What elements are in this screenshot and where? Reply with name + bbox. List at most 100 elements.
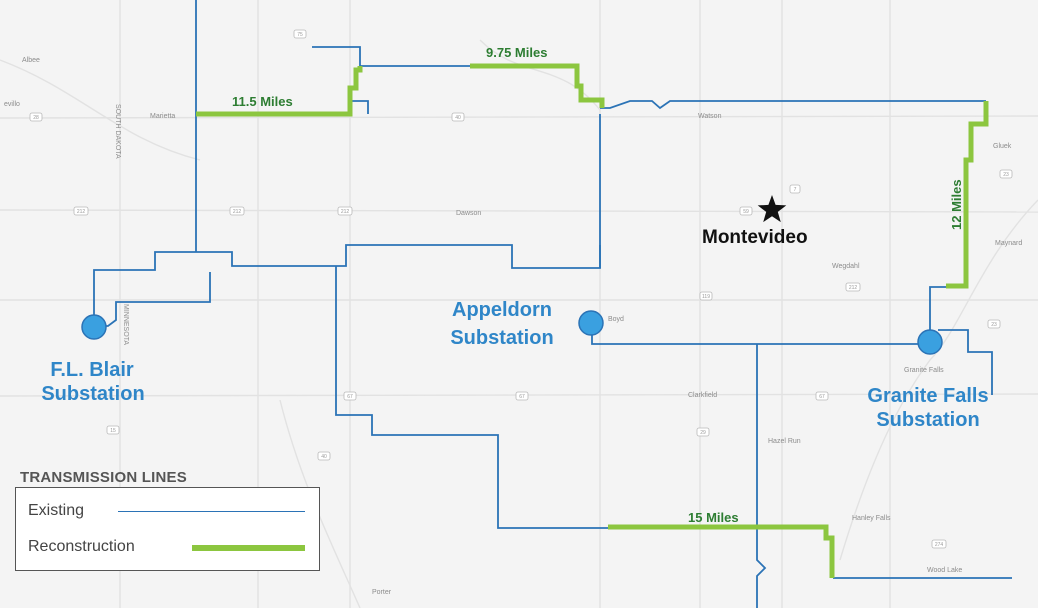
route-shield: 40 <box>451 112 465 122</box>
reconstruction-line <box>196 66 363 117</box>
svg-text:212: 212 <box>849 285 858 291</box>
substation-label-fl-blair: F.L. Blair Substation <box>41 359 144 405</box>
legend-item-existing: Existing <box>28 502 85 519</box>
svg-text:75: 75 <box>297 32 303 38</box>
place-label: Dawson <box>456 210 481 217</box>
substation-name: Granite Falls <box>867 385 988 407</box>
legend-swatch-existing <box>118 511 305 512</box>
existing-line <box>600 100 986 110</box>
svg-text:67: 67 <box>347 394 353 400</box>
existing-line <box>312 46 361 66</box>
place-label: Maynard <box>995 240 1022 247</box>
basemap-route-shields: 75 40 28 212 212 212 59 67 67 67 23 23 7… <box>29 29 1013 549</box>
place-label: Hanley Falls <box>852 515 891 522</box>
place-label: Wegdahl <box>832 263 860 270</box>
svg-text:119: 119 <box>702 294 710 300</box>
place-label: Hazel Run <box>768 438 801 445</box>
substation-type: Substation <box>876 409 979 431</box>
existing-line <box>93 114 601 326</box>
place-label: Gluek <box>993 143 1012 150</box>
route-shield: 7 <box>789 184 801 194</box>
existing-line <box>756 344 767 608</box>
route-shield: 67 <box>515 391 529 401</box>
substation-name: F.L. Blair <box>50 359 134 381</box>
route-shield: 212 <box>229 206 245 216</box>
place-label: Marietta <box>150 113 175 120</box>
place-label: Granite Falls <box>904 367 944 374</box>
existing-line <box>929 286 946 344</box>
mileage-label: 15 Miles <box>688 510 739 525</box>
svg-text:212: 212 <box>233 209 242 215</box>
substation-label-granite-falls: Granite Falls Substation <box>867 385 988 431</box>
route-shield: 212 <box>337 206 353 216</box>
city-montevideo: Montevideo <box>702 195 808 248</box>
route-shield: 23 <box>999 169 1013 179</box>
place-label: Boyd <box>608 316 624 323</box>
substation-marker <box>578 310 604 336</box>
place-label: evillo <box>4 101 20 108</box>
existing-line <box>94 272 211 327</box>
substation-type: Substation <box>41 383 144 405</box>
reconstruction-line <box>946 101 989 289</box>
svg-text:23: 23 <box>991 322 997 328</box>
substation-name: Appeldorn <box>452 299 552 321</box>
place-label: Porter <box>372 589 392 596</box>
svg-text:212: 212 <box>77 209 86 215</box>
route-shield: 212 <box>845 282 861 292</box>
place-label: MINNESOTA <box>122 304 129 345</box>
route-shield: 28 <box>29 112 43 122</box>
place-label: Clarkfield <box>688 392 717 399</box>
place-label: SOUTH DAKOTA <box>114 104 121 159</box>
svg-text:7: 7 <box>794 187 797 193</box>
place-label: Wood Lake <box>927 567 962 574</box>
place-label: Albee <box>22 57 40 64</box>
route-shield: 23 <box>987 319 1001 329</box>
route-shield: 75 <box>293 29 307 39</box>
svg-text:274: 274 <box>935 542 944 548</box>
star-icon <box>757 195 787 223</box>
substations: F.L. Blair Substation Appeldorn Substati… <box>41 299 988 431</box>
route-shield: 59 <box>739 206 753 216</box>
route-shield: 274 <box>931 539 947 549</box>
route-shield: 67 <box>343 391 357 401</box>
route-shield: 119 <box>699 291 713 301</box>
substation-marker <box>917 329 943 355</box>
mileage-label: 12 Miles <box>949 179 964 230</box>
svg-text:67: 67 <box>519 394 525 400</box>
reconstruction-line <box>470 63 605 108</box>
route-shield: 15 <box>106 425 120 435</box>
city-label: Montevideo <box>702 227 808 248</box>
legend: Existing Reconstruction <box>15 487 320 571</box>
existing-line <box>938 329 993 395</box>
reconstruction-line <box>608 524 835 578</box>
substation-type: Substation <box>450 327 553 349</box>
mileage-label: 9.75 Miles <box>486 45 547 60</box>
mileage-labels: 11.5 Miles 9.75 Miles 12 Miles 15 Miles <box>232 45 964 525</box>
substation-marker <box>81 314 107 340</box>
reconstruction-lines <box>196 63 989 578</box>
svg-text:59: 59 <box>743 209 749 215</box>
route-shield: 29 <box>696 427 710 437</box>
substation-label-appeldorn: Appeldorn Substation <box>450 299 553 349</box>
basemap-place-labels: Albee evillo Marietta SOUTH DAKOTA MINNE… <box>4 57 1022 596</box>
svg-text:40: 40 <box>455 115 461 121</box>
legend-item-reconstruction: Reconstruction <box>28 538 135 555</box>
legend-title: TRANSMISSION LINES <box>20 469 187 486</box>
svg-text:23: 23 <box>1003 172 1009 178</box>
svg-text:28: 28 <box>33 115 39 121</box>
existing-line <box>591 323 930 345</box>
svg-text:212: 212 <box>341 209 350 215</box>
route-shield: 40 <box>317 451 331 461</box>
svg-text:67: 67 <box>819 394 825 400</box>
existing-line <box>352 100 369 114</box>
route-shield: 67 <box>815 391 829 401</box>
legend-swatch-reconstruction <box>192 545 305 551</box>
svg-text:15: 15 <box>110 428 116 434</box>
existing-line <box>335 266 608 529</box>
route-shield: 212 <box>73 206 89 216</box>
svg-text:29: 29 <box>700 430 706 436</box>
mileage-label: 11.5 Miles <box>232 94 293 109</box>
place-label: Watson <box>698 113 722 120</box>
